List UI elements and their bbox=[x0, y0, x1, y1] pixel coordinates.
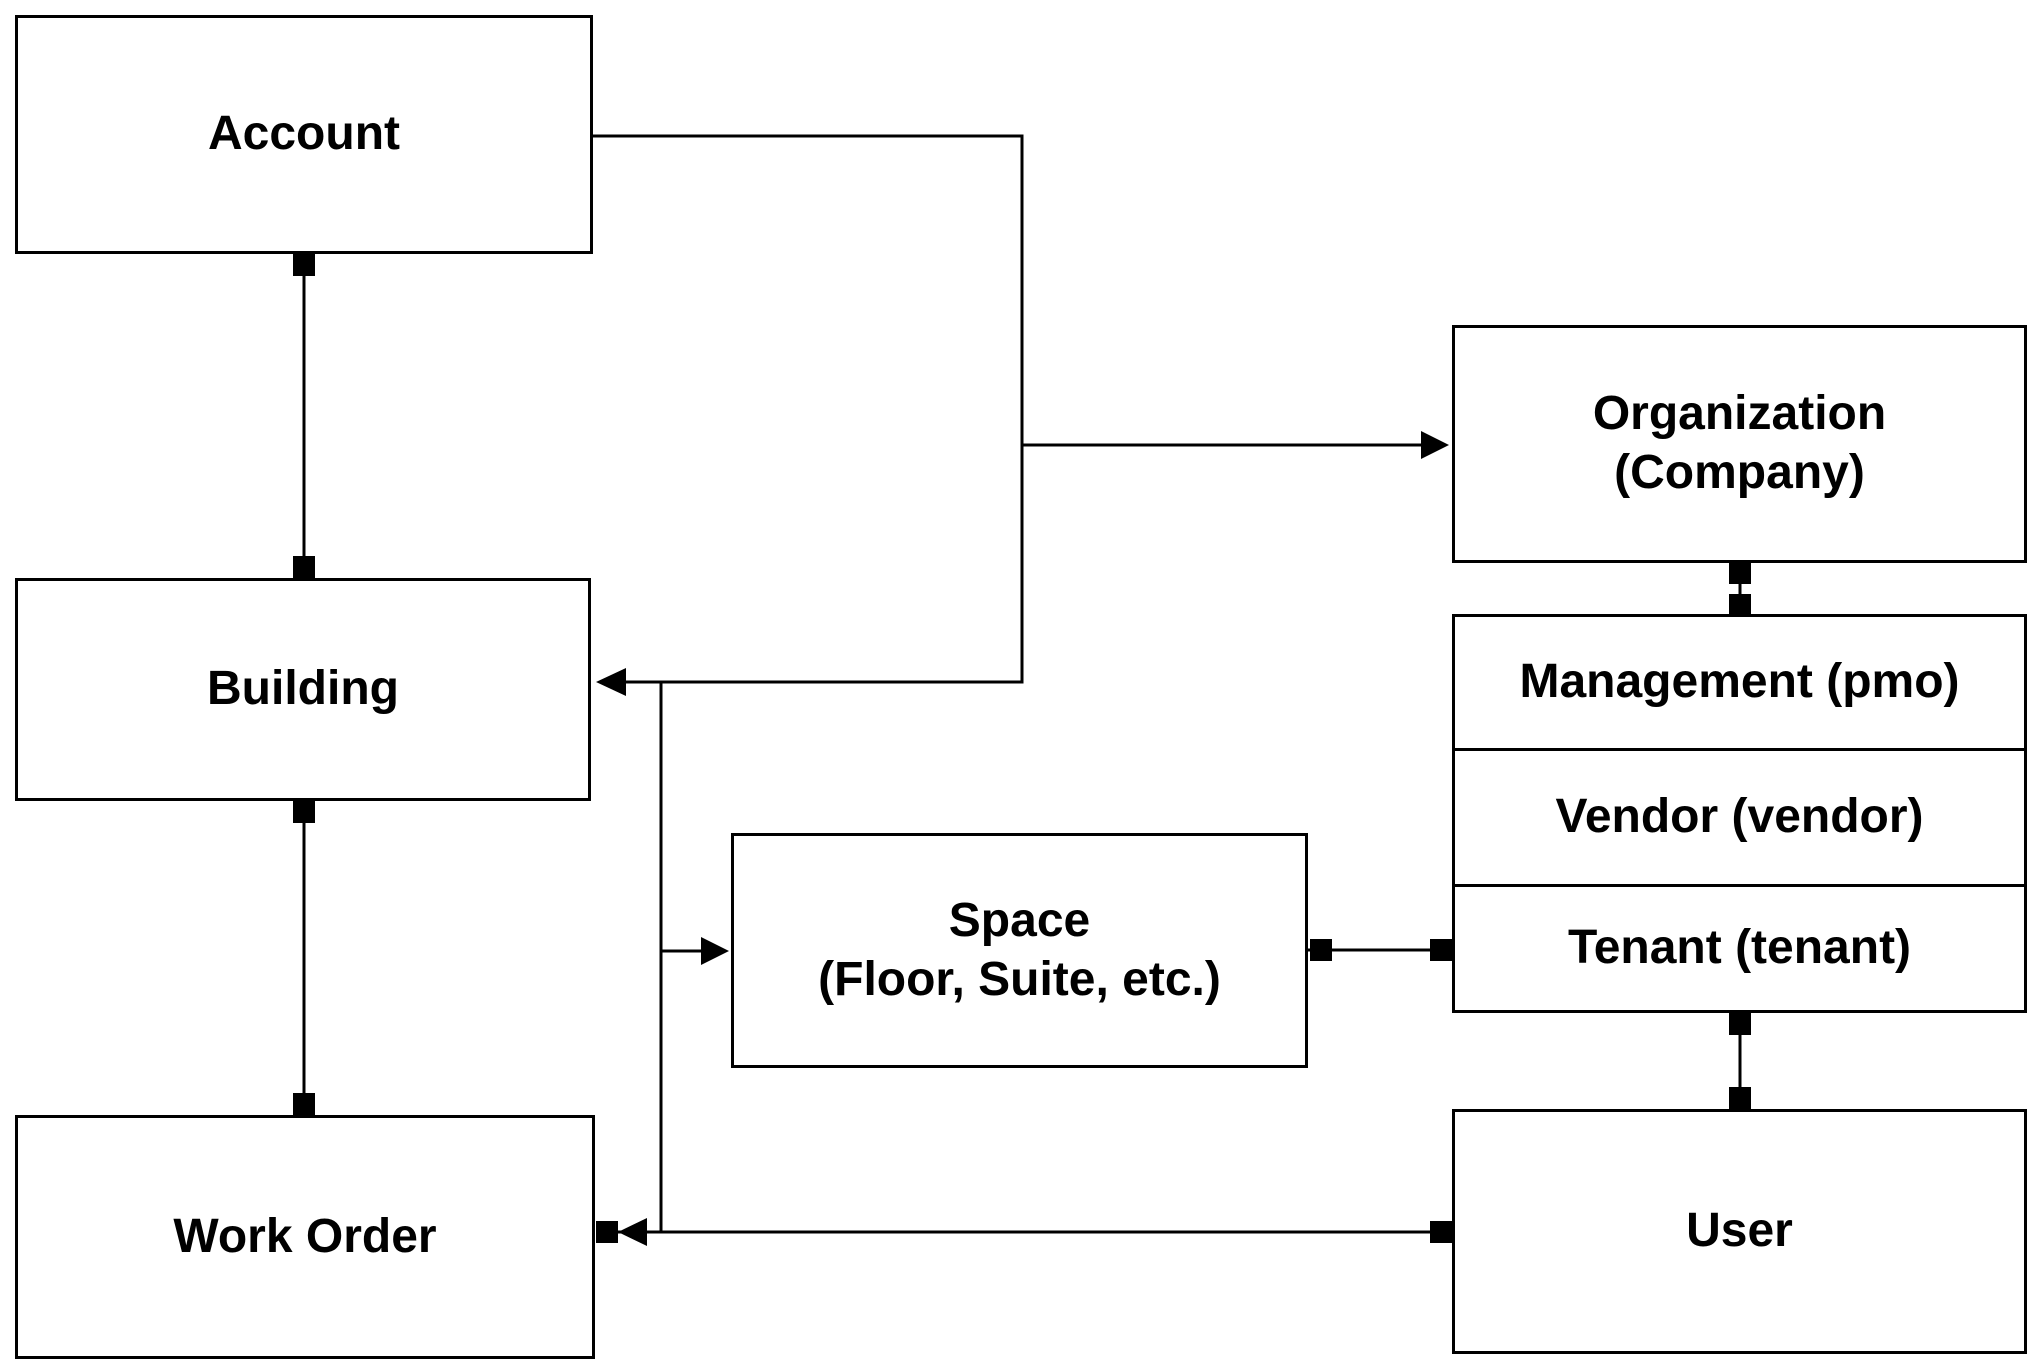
organization-arrowhead-icon bbox=[1421, 431, 1449, 459]
work-order-arrowhead-icon bbox=[618, 1218, 647, 1246]
account-label: Account bbox=[208, 107, 400, 161]
organization-management-square-top bbox=[1729, 562, 1751, 584]
connector-tenant-user bbox=[1729, 1013, 1751, 1109]
account-path-line bbox=[593, 134, 1024, 684]
connector-building-work-order bbox=[293, 801, 315, 1115]
space-label-line2: (Floor, Suite, etc.) bbox=[818, 952, 1221, 1006]
entity-box-space: Space (Floor, Suite, etc.) bbox=[731, 833, 1308, 1068]
tenant-user-square-bottom bbox=[1729, 1087, 1751, 1109]
space-arrowhead-icon bbox=[701, 937, 729, 965]
tenant-user-square-top bbox=[1729, 1013, 1751, 1035]
connector-account-building-arrow bbox=[593, 134, 1024, 696]
entity-box-vendor: Vendor (vendor) bbox=[1452, 747, 2027, 888]
tenant-label: Tenant (tenant) bbox=[1567, 921, 1912, 975]
organization-management-square-bottom bbox=[1729, 594, 1751, 616]
work-order-label: Work Order bbox=[173, 1209, 437, 1263]
account-building-square-bottom bbox=[293, 556, 315, 578]
user-label: User bbox=[1686, 1204, 1793, 1258]
management-label: Management (pmo) bbox=[1519, 655, 1960, 709]
connector-drop-space bbox=[659, 682, 729, 1232]
space-tenant-square-right bbox=[1430, 939, 1452, 961]
space-label-line1: Space bbox=[948, 893, 1091, 947]
entity-box-management: Management (pmo) bbox=[1452, 614, 2027, 751]
user-square bbox=[1430, 1221, 1452, 1243]
space-tenant-square-left bbox=[1310, 939, 1332, 961]
connector-organization-management bbox=[1729, 562, 1751, 617]
connector-account-organization bbox=[1022, 431, 1449, 459]
account-building-square-top bbox=[293, 254, 315, 276]
connector-work-order-user bbox=[596, 1218, 1452, 1246]
organization-label-line2: (Company) bbox=[1614, 446, 1865, 499]
building-work-order-square-bottom bbox=[293, 1093, 315, 1115]
connector-account-building bbox=[293, 254, 315, 578]
entity-box-organization: Organization (Company) bbox=[1452, 325, 2027, 563]
organization-label-line1: Organization bbox=[1592, 387, 1887, 441]
entity-box-building: Building bbox=[15, 578, 591, 801]
vendor-label: Vendor (vendor) bbox=[1555, 790, 1924, 844]
work-order-square bbox=[596, 1221, 618, 1243]
entity-box-user: User bbox=[1452, 1109, 2027, 1354]
building-label: Building bbox=[207, 662, 399, 716]
building-arrowhead-icon bbox=[596, 668, 626, 696]
entity-box-account: Account bbox=[15, 15, 593, 254]
connector-space-tenant bbox=[1308, 939, 1452, 961]
entity-box-tenant: Tenant (tenant) bbox=[1452, 884, 2027, 1013]
entity-box-work-order: Work Order bbox=[15, 1115, 595, 1359]
building-work-order-square-top bbox=[293, 801, 315, 823]
